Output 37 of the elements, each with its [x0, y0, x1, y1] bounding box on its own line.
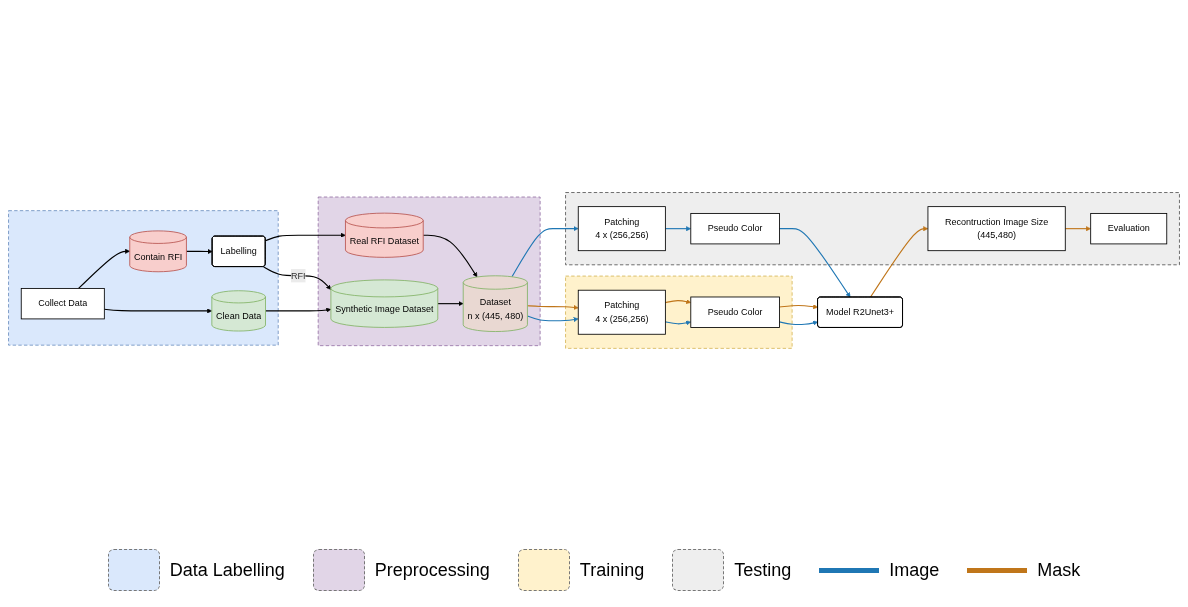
node-box: Collect Data — [20, 287, 105, 319]
arrow — [869, 225, 929, 298]
arrow — [664, 298, 691, 304]
cluster — [8, 209, 279, 346]
legend-label: Training — [579, 559, 645, 581]
legend-label: Testing — [734, 559, 792, 581]
arrow — [185, 248, 213, 254]
node-box: Patching 4 x (256,256) — [577, 205, 666, 251]
arrow — [264, 232, 346, 241]
arrow — [262, 265, 332, 290]
arrow — [78, 248, 130, 289]
node-box: Recontruction Image Size (445,480) — [927, 205, 1066, 251]
arrow — [778, 227, 851, 298]
arrow — [526, 304, 579, 310]
arrow — [664, 225, 691, 231]
arrow — [778, 320, 819, 325]
node-box: Patching 4 x (256,256) — [577, 289, 666, 335]
legend-label: Image — [889, 559, 940, 581]
node-box: Pseudo Color — [690, 296, 780, 328]
node-box: Pseudo Color — [690, 212, 780, 244]
arrow — [1064, 225, 1091, 231]
arrow — [437, 300, 464, 306]
cluster — [317, 196, 541, 346]
arrow — [511, 225, 579, 277]
cluster — [565, 275, 793, 349]
legend-label: Data Labelling — [169, 559, 285, 581]
arrow — [664, 319, 691, 325]
node-box: Evaluation — [1090, 212, 1168, 244]
arrow — [778, 303, 819, 309]
arrow — [422, 234, 478, 277]
cluster — [565, 191, 1180, 265]
legend-label: Preprocessing — [374, 559, 490, 581]
arrow — [264, 307, 332, 312]
legend-label: Mask — [1037, 559, 1081, 581]
edge-label: RFI — [290, 270, 306, 280]
arrow — [103, 307, 213, 313]
arrow — [526, 314, 579, 322]
